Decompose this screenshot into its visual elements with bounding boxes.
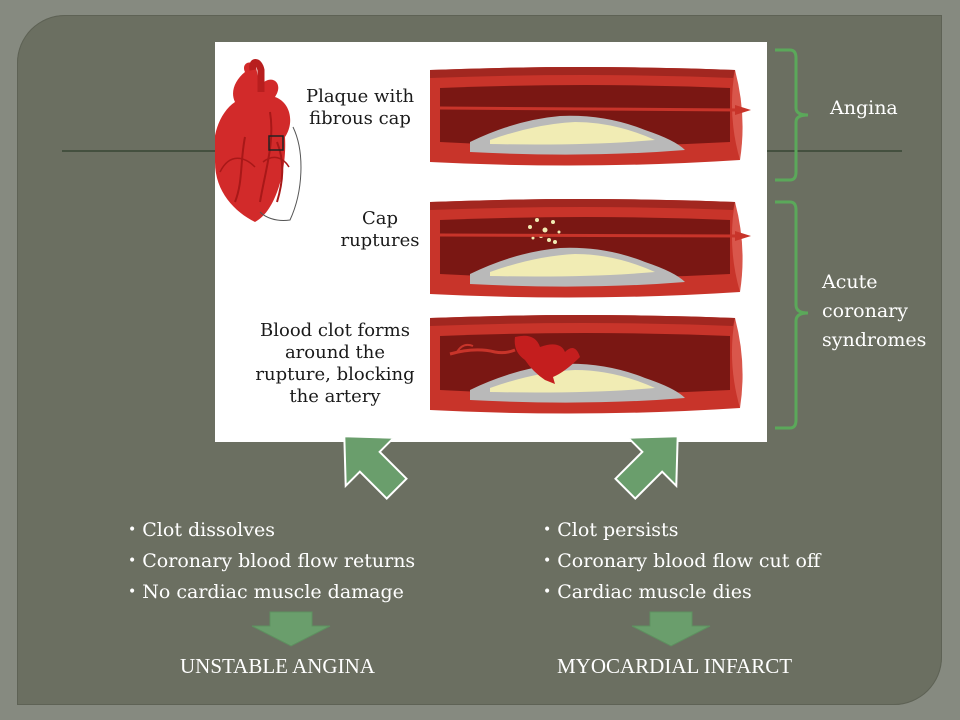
- bullet-list-right: Clot persists Coronary blood flow cut of…: [543, 516, 820, 609]
- bullet-item: Coronary blood flow returns: [128, 547, 415, 578]
- artery-figure: Plaque with fibrous cap Cap ruptures Blo…: [215, 42, 767, 442]
- acs-line-2: coronary: [822, 300, 908, 322]
- label-plaque-fibrous-cap: Plaque with fibrous cap: [305, 86, 415, 129]
- divider-line-left: [62, 150, 217, 152]
- acs-line-3: syndromes: [822, 329, 927, 351]
- artery-illustration: [215, 59, 751, 414]
- acs-line-1: Acute: [822, 271, 878, 293]
- label-blood-clot: Blood clot forms around the rupture, blo…: [255, 320, 415, 407]
- bullet-item: Clot persists: [543, 516, 820, 547]
- bullet-list-left: Clot dissolves Coronary blood flow retur…: [128, 516, 415, 609]
- artery-stage3: [430, 315, 743, 414]
- artery-stage2: [430, 199, 751, 298]
- bullet-item: Clot dissolves: [128, 516, 415, 547]
- bullet-item: Cardiac muscle dies: [543, 578, 820, 609]
- label-cap-ruptures: Cap ruptures: [340, 208, 420, 251]
- label-acute-coronary-syndromes: Acute coronary syndromes: [822, 268, 926, 355]
- label-angina: Angina: [830, 97, 898, 119]
- divider-line-right: [767, 150, 902, 152]
- heart-icon: [215, 59, 302, 222]
- bullet-item: Coronary blood flow cut off: [543, 547, 820, 578]
- bullet-item: No cardiac muscle damage: [128, 578, 415, 609]
- outcome-myocardial-infarct: MYOCARDIAL INFARCT: [557, 654, 793, 678]
- outcome-unstable-angina: UNSTABLE ANGINA: [180, 654, 375, 678]
- artery-stage1: [430, 67, 751, 166]
